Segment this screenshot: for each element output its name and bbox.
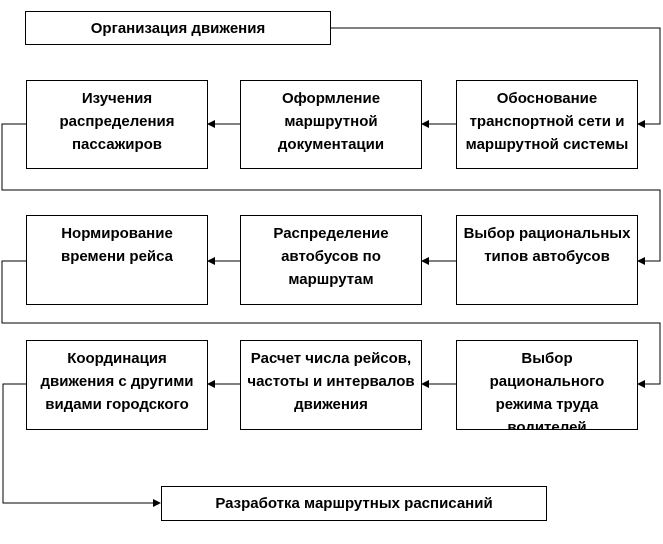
connector-row1-to-row2 (1, 123, 661, 265)
box-bus-type-selection: Выбор рациональных типов автобусов (456, 215, 638, 305)
box-passenger-distribution: Изучения распределения пассажиров (26, 80, 208, 169)
box-label: Выбор рационального режима труда водител… (489, 350, 605, 430)
box-label: Нормирование времени рейса (60, 225, 173, 265)
box-driver-schedule: Выбор рационального режима труда водител… (456, 340, 638, 430)
box-route-documentation: Оформление маршрутной документации (240, 80, 422, 169)
box-label: Изучения распределения пассажиров (59, 90, 175, 153)
box-trip-calculation: Расчет числа рейсов, частоты и интервало… (240, 340, 422, 430)
box-label: Обоснование транспортной сети и маршрутн… (465, 90, 629, 153)
box-coordination: Координация движения с другими видами го… (26, 340, 208, 430)
connector-row2-to-row3 (1, 260, 661, 388)
top-title-box: Организация движения (25, 11, 331, 45)
box-transport-network: Обоснование транспортной сети и маршрутн… (456, 80, 638, 169)
bottom-title-label: Разработка маршрутных расписаний (215, 495, 493, 512)
box-label: Оформление маршрутной документации (277, 90, 385, 153)
top-title-label: Организация движения (90, 19, 266, 37)
box-bus-allocation: Распределение автобусов по маршрутам (240, 215, 422, 305)
box-label: Выбор рациональных типов автобусов (463, 225, 631, 265)
box-label: Расчет числа рейсов, частоты и интервало… (247, 350, 415, 413)
connector-row3-to-bottom (2, 383, 161, 507)
box-trip-time-rating: Нормирование времени рейса (26, 215, 208, 305)
bottom-title-box: Разработка маршрутных расписаний (161, 486, 547, 521)
box-label: Координация движения с другими видами го… (40, 350, 194, 413)
box-label: Распределение автобусов по маршрутам (273, 225, 389, 288)
connector-title-to-row1 (331, 27, 661, 128)
